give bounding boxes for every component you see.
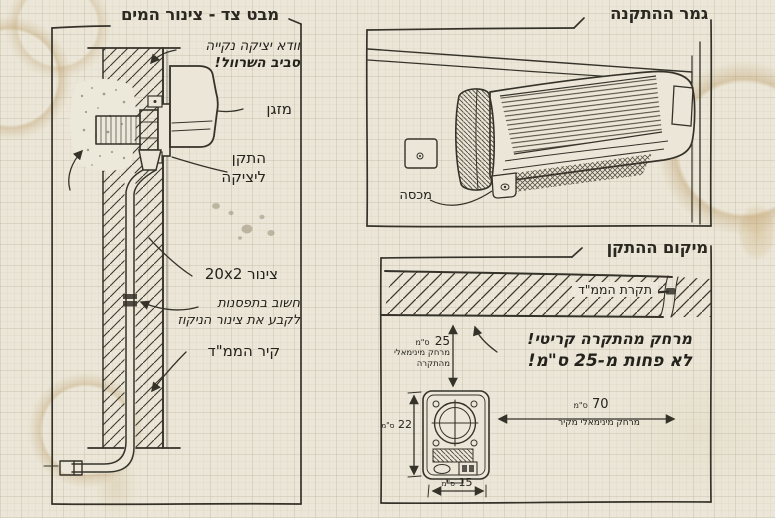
side-view-pointer-arrows	[68, 49, 244, 393]
ac-underside-shadow	[494, 154, 652, 194]
note-critical-line1: מרחק מהתקרה קריטי!	[527, 330, 692, 348]
label-safe-room-ceiling: תקרת הממ"ד	[572, 282, 658, 297]
note-clean-line2: סביב השרוול!	[214, 55, 300, 71]
note-critical-distance: מרחק מהתקרה קריטי! לא פחות מ-25 ס"מ!	[486, 328, 692, 372]
note-fasten-pipe: חשוב בתפסנות לקבע את צינור הניקוז	[160, 295, 300, 329]
water-pipe	[43, 169, 157, 476]
cover-bracket	[491, 172, 517, 199]
note-fasten-line2: לקבע את צינור הניקוז	[177, 313, 300, 328]
dimension-70cm-value: 70 ס"מ	[573, 397, 609, 412]
wall-outlet	[404, 138, 438, 169]
installation-panel-frame	[365, 17, 713, 228]
note-fasten-line1: חשוב בתפסנות	[217, 296, 300, 311]
label-safe-room-wall: קיר הממ"ד	[207, 342, 281, 360]
dimension-25cm-value: 25 ס"מ	[415, 334, 450, 348]
label-casting-device-line1: התקן	[231, 149, 266, 167]
casting-patch	[70, 78, 136, 171]
cover-wire	[429, 190, 493, 206]
casting-speckles	[80, 87, 126, 166]
label-casting-device: התקן ליציקה	[214, 149, 266, 187]
drain-device-faceplate	[422, 390, 490, 484]
dimension-arrows	[407, 324, 676, 498]
location-panel-frame	[379, 245, 713, 505]
side-view-title: מבט צד - צינור המים	[120, 5, 280, 24]
dimension-25cm-line2: מהתקרה	[416, 359, 450, 369]
clamp-icon	[123, 294, 137, 307]
ac-unit-front-view	[429, 70, 696, 206]
dimension-25cm-line1: מרחק מינימאלי	[393, 348, 450, 358]
stain-dots	[212, 203, 275, 240]
dimension-25cm: 25 ס"מ מרחק מינימאלי מהתקרה	[388, 334, 450, 370]
dimension-15cm: 15 ס"מ	[441, 476, 473, 489]
dimension-70cm-label: מרחק מינימאלי מקיר	[558, 418, 640, 428]
label-pipe-size: צינור 20x2	[204, 265, 278, 283]
note-critical-line2: לא פחות מ-25 ס"מ!	[527, 351, 692, 371]
label-cover: מכסה	[399, 188, 432, 203]
side-view-panel-frame	[50, 18, 303, 506]
installation-title: גמר ההתקנה	[610, 4, 708, 23]
label-ac-unit: מזגן	[266, 100, 292, 118]
ceiling-section	[380, 270, 711, 318]
location-title: מיקום ההתקן	[606, 238, 709, 257]
note-clean-line1: וודא יציקה נקייה	[205, 38, 300, 54]
ac-louvers	[500, 76, 662, 154]
note-clean-casting: וודא יציקה נקייה סביב השרוול!	[168, 38, 300, 72]
ac-endcap	[455, 88, 495, 191]
ac-display-window	[671, 85, 694, 127]
dimension-22cm: 22 ס"מ	[381, 418, 412, 431]
label-casting-device-line2: ליציקה	[221, 168, 266, 186]
ac-unit-side-view	[169, 65, 219, 148]
pipe-coupling	[43, 460, 83, 476]
